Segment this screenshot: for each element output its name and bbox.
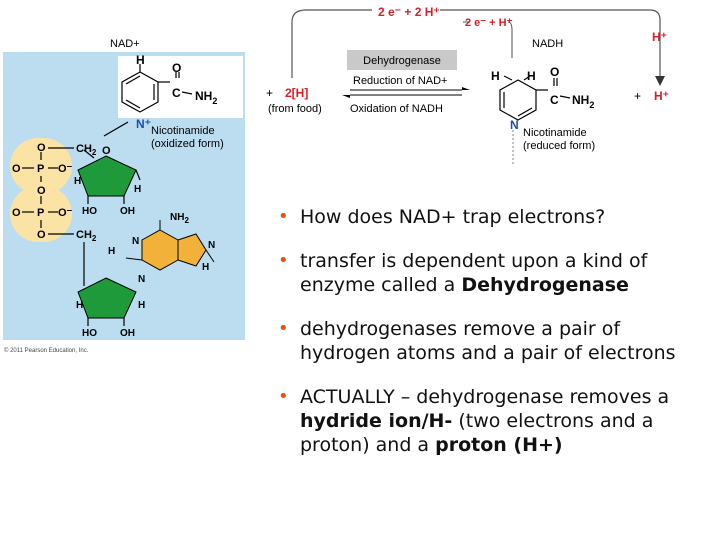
nicotinamide-oxidized-structure <box>103 64 193 137</box>
bullet-item: • transfer is dependent upon a kind of en… <box>278 249 708 297</box>
bullet-item: • How does NAD+ trap electrons? <box>278 205 708 229</box>
ch2-upper: CH2 <box>76 143 97 157</box>
bullet-bold-text: hydride ion/H- <box>300 410 453 432</box>
atom-nh2-ox: NH2 <box>195 89 217 106</box>
ribose-lower-bonds <box>87 318 125 326</box>
atom-nh2-red: NH2 <box>572 93 594 110</box>
oxidation-label: Oxidation of NADH <box>350 103 443 115</box>
phos-p-2: P <box>37 207 44 219</box>
ribose-lower-h2: H <box>138 300 145 311</box>
nicotinamide-reduced-label: Nicotinamide <box>523 127 587 139</box>
nicotinamide-oxidized-sublabel: (oxidized form) <box>151 138 224 150</box>
phosphate-group-lower <box>10 186 72 242</box>
ribose-lower-ho: HO <box>82 328 97 339</box>
adenine-n1: N <box>132 236 139 247</box>
adenine-h1: H <box>108 246 115 257</box>
phos-ominus-2: O⁻ <box>58 207 73 219</box>
bullet-item: • dehydrogenases remove a pair of hydroge… <box>278 317 708 365</box>
nicotinamide-reduced-structure <box>499 75 571 166</box>
reduction-arrowhead <box>462 87 470 90</box>
bullet-dot-icon: • <box>278 386 289 407</box>
ribose-upper-ho: HO <box>82 206 97 217</box>
reduction-label: Reduction of NAD+ <box>353 75 447 87</box>
nicotinamide-oxidized-label: Nicotinamide <box>151 125 215 137</box>
bullet-dot-icon: • <box>278 318 289 339</box>
ribose-upper-h1: H <box>74 176 81 187</box>
bullet-text: (two electrons and a proton) and a <box>300 410 654 456</box>
inner-arrow-down <box>507 21 513 58</box>
bullet-bold-text: Dehydrogenase <box>461 274 629 296</box>
ribose-upper-oh: OH <box>120 206 135 217</box>
ribose-upper-bonds <box>83 149 141 204</box>
electron-arrow-left <box>291 9 372 78</box>
phosphate-bonds <box>22 147 74 235</box>
atom-n-red: N <box>510 118 519 132</box>
bullet-text: dehydrogenases remove a pair of hydrogen… <box>300 318 676 364</box>
nicotinamide-reduced-sublabel: (reduced form) <box>523 140 595 152</box>
bullet-text: transfer is dependent upon a kind of enz… <box>300 250 648 296</box>
dehydrogenase-box <box>347 50 457 70</box>
bullet-dot-icon: • <box>278 250 289 271</box>
inner-equation: 2 e⁻ + H⁺ <box>465 17 513 29</box>
ribose-lower-oh: OH <box>120 328 135 339</box>
phos-ominus-1: O⁻ <box>58 163 73 175</box>
bullet-list: • How does NAD+ trap electrons? • transfer … <box>278 205 708 477</box>
adenine-nh2: NH2 <box>170 212 189 225</box>
atom-c-ox: C <box>172 86 181 100</box>
phos-o-1: O <box>37 142 46 154</box>
ribose-upper-o: O <box>102 145 111 157</box>
atom-h1-red: H <box>491 69 500 83</box>
ribose-upper <box>77 155 137 197</box>
oxidation-arrowhead <box>342 95 350 98</box>
atom-o-red: O <box>550 65 559 79</box>
dehydrogenase-label: Dehydrogenase <box>363 55 441 67</box>
ch2-lower: CH2 <box>76 229 97 243</box>
two-h-label: 2[H] <box>285 86 308 100</box>
nadh-label: NADH <box>532 38 563 50</box>
bullet-text: ACTUALLY – dehydrogenase removes a <box>300 386 670 408</box>
ribose-upper-h2: H <box>134 184 141 195</box>
phos-o-4: O <box>12 207 21 219</box>
ribose-lower-h1: H <box>76 300 83 311</box>
bullet-dot-icon: • <box>278 206 289 227</box>
atom-h-ox: H <box>136 53 145 67</box>
phos-o-3: O <box>37 185 46 197</box>
atom-c-red: C <box>550 93 559 107</box>
h-plus-right: H⁺ <box>654 89 669 103</box>
h-plus-arrowhead <box>655 76 665 86</box>
atom-o-ox: O <box>172 61 181 75</box>
copyright-text: © 2011 Pearson Education, Inc. <box>4 347 89 354</box>
from-food-label: (from food) <box>268 103 322 115</box>
adenine-structure <box>125 220 215 271</box>
atom-h2-red: H <box>527 69 536 83</box>
plus-sign-right: + <box>634 89 641 103</box>
electron-arrow-top <box>440 9 661 78</box>
adenine-n3: N <box>138 274 145 285</box>
nad-reaction-diagram: NAD+ NADH 2 e⁻ + 2 H⁺ 2 e⁻ + H⁺ H⁺ Dehyd… <box>3 5 669 354</box>
adenine-h2: H <box>202 262 209 273</box>
phos-p-1: P <box>37 163 44 175</box>
bullet-item: • ACTUALLY – dehydrogenase removes a hydr… <box>278 385 708 457</box>
plus-sign-left: + <box>266 86 273 100</box>
bullet-text: How does NAD+ trap electrons? <box>300 206 606 228</box>
ribose-lower <box>77 277 137 319</box>
phos-o-5: O <box>37 229 46 241</box>
nad-plus-label: NAD+ <box>110 38 140 50</box>
top-equation: 2 e⁻ + 2 H⁺ <box>378 5 440 19</box>
phos-o-2: O <box>12 163 21 175</box>
bullet-bold-text: proton (H+) <box>435 434 563 456</box>
atom-nplus-ox: N⁺ <box>136 117 151 131</box>
adenine-n2: N <box>208 240 215 251</box>
phosphate-group-upper <box>10 138 72 194</box>
